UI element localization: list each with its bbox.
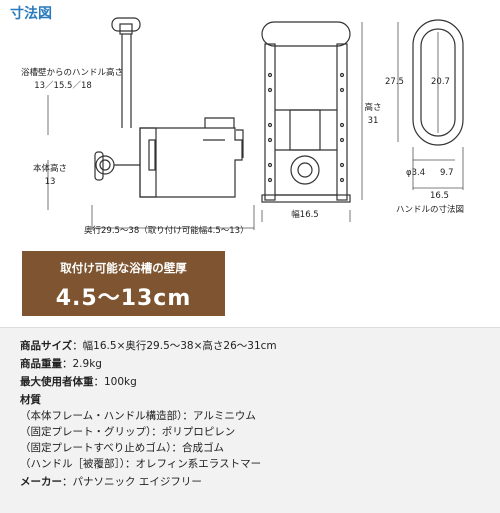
wall-thickness-banner: 取付け可能な浴槽の壁厚 4.5～13cm xyxy=(22,251,225,316)
handle-inner-width-label: 9.7 xyxy=(440,168,454,178)
handle-diameter-label: φ3.4 xyxy=(406,168,426,178)
height-value: 31 xyxy=(367,116,379,126)
handle-outer-width-label: 16.5 xyxy=(430,191,449,201)
spec-row: 商品重量：2.9kg xyxy=(20,358,102,370)
handle-dimensions-caption: ハンドルの寸法図 xyxy=(396,205,465,215)
height-label: 高さ xyxy=(364,103,382,113)
spec-row: （本体フレーム・ハンドル構造部）：アルミニウム xyxy=(20,410,256,422)
handle-cross-section-drawing xyxy=(412,19,464,146)
body-height-label: 本体高さ xyxy=(32,164,67,174)
width-label: 幅16.5 xyxy=(291,210,319,220)
spec-row: （ハンドル［被覆部］）：オレフィン系エラストマー xyxy=(20,458,262,470)
spec-row: （固定プレート・グリップ）：ポリプロピレン xyxy=(20,426,236,438)
spec-row: 商品サイズ：幅16.5×奥行29.5～38×高さ26～31cm xyxy=(20,340,277,352)
spec-row: メーカー：パナソニック エイジフリー xyxy=(20,476,202,488)
front-view-drawing xyxy=(261,21,351,203)
spec-row: 材質 xyxy=(20,394,41,406)
spec-row: 最大使用者体重：100kg xyxy=(20,376,137,388)
spec-panel: 商品サイズ：幅16.5×奥行29.5～38×高さ26～31cm 商品重量：2.9… xyxy=(0,327,500,513)
side-view-drawing xyxy=(94,17,244,198)
banner-value: 4.5～13cm xyxy=(55,286,192,311)
handle-inner-height-label: 20.7 xyxy=(431,77,450,87)
spec-row: （固定プレートすべり止めゴム）：合成ゴム xyxy=(20,442,225,454)
handle-height-values: 13／15.5／18 xyxy=(34,81,92,91)
depth-label: 奥行29.5～38（取り付け可能幅4.5～13） xyxy=(84,226,249,236)
handle-outer-height-label: 27.5 xyxy=(385,77,404,87)
dimension-drawing xyxy=(47,17,464,230)
page-title: 寸法図 xyxy=(10,6,52,22)
banner-heading: 取付け可能な浴槽の壁厚 xyxy=(60,261,187,275)
handle-height-from-wall-label: 浴槽壁からのハンドル高さ xyxy=(20,68,123,78)
body-height-value: 13 xyxy=(44,177,56,187)
